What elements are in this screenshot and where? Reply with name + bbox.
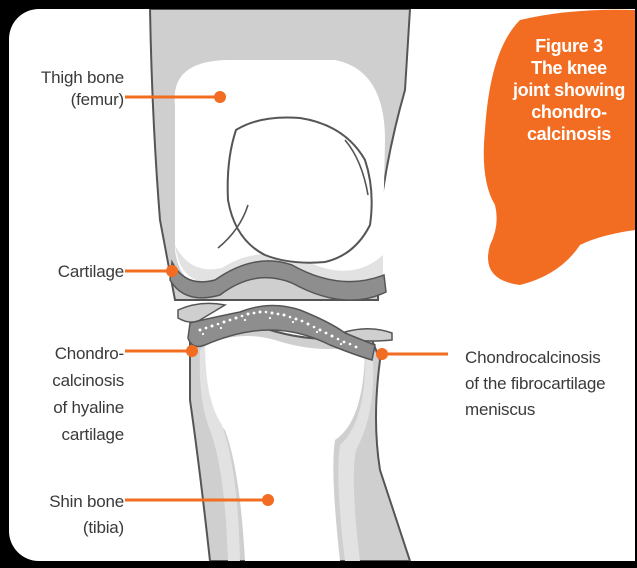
tibia-callout-dot xyxy=(262,494,274,506)
femur-label: Thigh bone (femur) xyxy=(41,67,124,111)
femur-callout-dot xyxy=(214,91,226,103)
figure-number: Figure 3 xyxy=(508,35,630,57)
tibia-label-line-2: (tibia) xyxy=(49,515,124,541)
meniscus-label: Chondrocalcinosis of the fibrocartilage … xyxy=(465,345,605,423)
hyaline-label: Chondro- calcinosis of hyaline cartilage xyxy=(52,340,124,448)
hyaline-label-line-2: calcinosis xyxy=(52,367,124,394)
figure-title-line-4: calcinosis xyxy=(508,123,630,145)
hyaline-label-line-1: Chondro- xyxy=(52,340,124,367)
tibia-label-line-1: Shin bone xyxy=(49,489,124,515)
hyaline-callout-dot xyxy=(186,345,198,357)
meniscus-label-line-1: Chondrocalcinosis xyxy=(465,345,605,371)
cartilage-label: Cartilage xyxy=(58,261,124,283)
hyaline-label-line-4: cartilage xyxy=(52,421,124,448)
cartilage-callout-dot xyxy=(166,265,178,277)
hyaline-label-line-3: of hyaline xyxy=(52,394,124,421)
figure-title-line-2: joint showing xyxy=(508,79,630,101)
figure-title-line-1: The knee xyxy=(508,57,630,79)
meniscus-label-line-3: meniscus xyxy=(465,397,605,423)
meniscus-callout-dot xyxy=(376,348,388,360)
diagram-panel: Thigh bone (femur) Cartilage Chondro- ca… xyxy=(9,9,635,561)
femur-label-line-2: (femur) xyxy=(41,89,124,111)
figure-caption: Figure 3 The knee joint showing chondro-… xyxy=(508,35,630,145)
cartilage-label-line-1: Cartilage xyxy=(58,261,124,283)
figure-title-line-3: chondro- xyxy=(508,101,630,123)
femur-label-line-1: Thigh bone xyxy=(41,67,124,89)
meniscus-label-line-2: of the fibrocartilage xyxy=(465,371,605,397)
tibia-label: Shin bone (tibia) xyxy=(49,489,124,541)
